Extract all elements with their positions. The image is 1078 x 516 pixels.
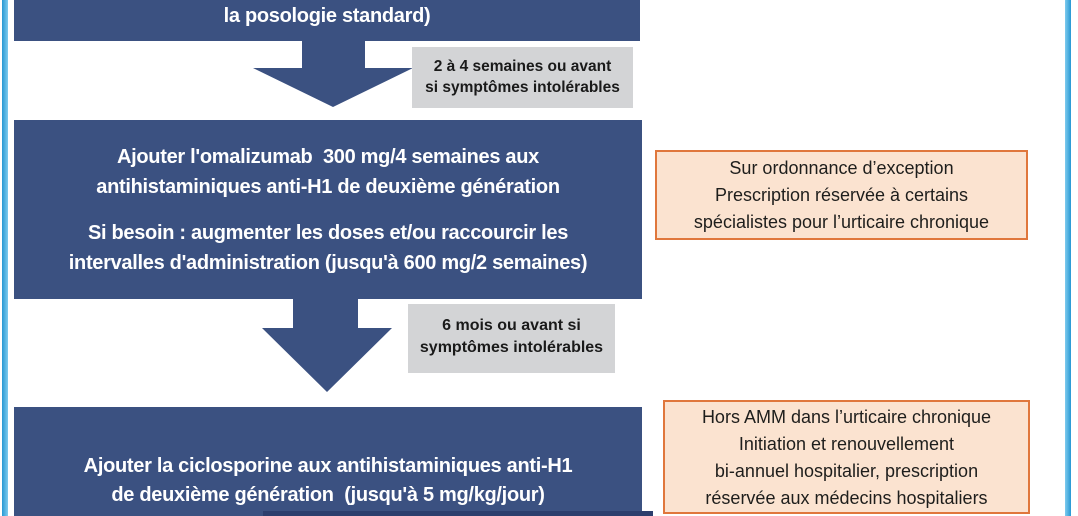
omalizumab-prescription-note: Sur ordonnance d’exception Prescription … [655, 150, 1028, 240]
omalizumab-step-box: Ajouter l'omalizumab 300 mg/4 semaines a… [14, 120, 642, 299]
previous-step-text: la posologie standard) [223, 5, 431, 27]
interval-badge-line: si symptômes intolérables [425, 79, 620, 96]
ciclosporine-step-box: Ajouter la ciclosporine aux antihistamin… [14, 407, 642, 516]
prescription-note-line: Prescription réservée à certains [714, 185, 969, 205]
omalizumab-step-line: intervalles d'administration (jusqu'à 60… [68, 252, 588, 274]
interval-badge-line: 6 mois ou avant si [442, 317, 581, 334]
previous-step-box-partial: la posologie standard) [14, 0, 640, 41]
omalizumab-step-line: Ajouter l'omalizumab 300 mg/4 semaines a… [116, 146, 539, 168]
prescription-note-line: Sur ordonnance d’exception [729, 158, 954, 178]
ciclosporine-step-line: Ajouter la ciclosporine aux antihistamin… [83, 455, 573, 477]
down-arrow-icon-1 [253, 41, 413, 107]
interval-badge-2: 6 mois ou avant si symptômes intolérable… [408, 304, 615, 373]
omalizumab-step-line: antihistaminiques anti-H1 de deuxième gé… [96, 176, 560, 198]
down-arrow-icon-2 [262, 299, 392, 392]
frame-border-right [1065, 0, 1071, 516]
ciclosporine-prescription-note: Hors AMM dans l’urticaire chronique Init… [663, 400, 1030, 514]
next-step-box-partial [263, 511, 653, 516]
prescription-note-line: bi-annuel hospitalier, prescription [714, 461, 979, 481]
omalizumab-step-line: Si besoin : augmenter les doses et/ou ra… [87, 222, 569, 244]
ciclosporine-step-line: de deuxième génération (jusqu'à 5 mg/kg/… [111, 484, 545, 506]
interval-badge-line: symptômes intolérables [419, 339, 604, 356]
frame-border-left [2, 0, 8, 516]
prescription-note-line: Hors AMM dans l’urticaire chronique [701, 407, 992, 427]
interval-badge-line: 2 à 4 semaines ou avant [433, 58, 612, 75]
prescription-note-line: spécialistes pour l’urticaire chronique [693, 212, 990, 232]
prescription-note-line: réservée aux médecins hospitaliers [705, 488, 988, 508]
prescription-note-line: Initiation et renouvellement [738, 434, 955, 454]
interval-badge-1: 2 à 4 semaines ou avant si symptômes int… [412, 47, 633, 108]
